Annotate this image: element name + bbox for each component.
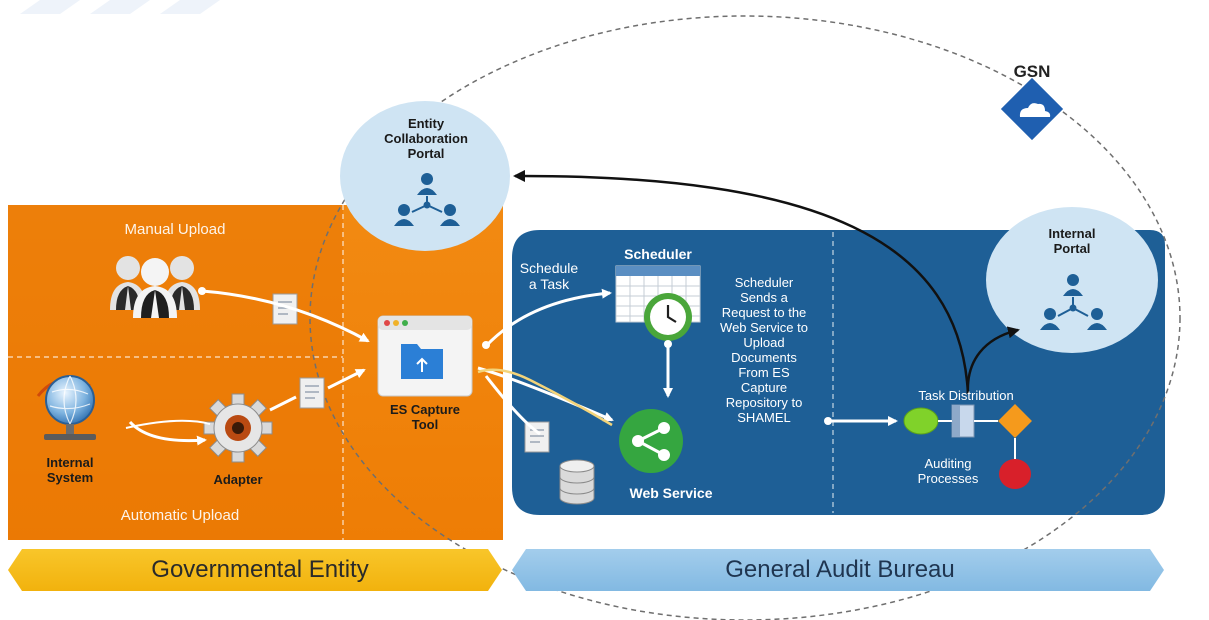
document-icon (299, 377, 325, 409)
governmental-entity-banner-label: Governmental Entity (151, 556, 369, 583)
gsn-cloud-icon (1000, 77, 1064, 141)
web-service-share-icon (619, 409, 683, 473)
governmental-entity-banner (8, 549, 502, 591)
manual-upload-label: Manual Upload (124, 221, 226, 238)
users-group-icon (110, 256, 200, 318)
auditing-processes-label: Auditing Processes (917, 456, 979, 486)
general-audit-bureau-banner-label: General Audit Bureau (725, 556, 955, 583)
task-distribution-label: Task Distribution (918, 388, 1014, 403)
scheduler-label: Scheduler (624, 246, 692, 262)
tool-to-webservice-line (477, 368, 613, 427)
entity-portal-label: Entity Collaboration Portal (384, 116, 468, 161)
entity-portal-people-icon (394, 173, 460, 226)
scheduler-note-label: Scheduler Sends a Request to the Web Ser… (720, 275, 808, 425)
es-capture-tool-label: ES Capture Tool (389, 402, 461, 432)
gsn-label: GSN (1013, 62, 1051, 81)
internal-system-label: Internal System (46, 455, 94, 485)
internal-system-globe-icon (36, 375, 96, 440)
es-capture-tool-window-icon (377, 315, 473, 397)
portal-feedback-arrows (513, 169, 1020, 395)
internal-portal-people-icon (1040, 274, 1107, 330)
adapter-label: Adapter (213, 472, 263, 487)
gsn-boundary (309, 15, 1181, 620)
schedule-task-label: Schedule a Task (519, 260, 579, 292)
clock-icon (644, 293, 692, 341)
general-audit-bureau-banner (512, 549, 1164, 591)
adapter-gear-icon (203, 393, 273, 463)
automatic-upload-label: Automatic Upload (120, 507, 240, 524)
task-distribution-flow (903, 404, 1032, 489)
internal-portal-label: Internal Portal (1048, 226, 1096, 256)
database-icon (559, 459, 595, 505)
decorative-chevrons (20, 0, 220, 14)
flow-connector-dots (198, 287, 832, 425)
web-service-label: Web Service (629, 485, 713, 501)
